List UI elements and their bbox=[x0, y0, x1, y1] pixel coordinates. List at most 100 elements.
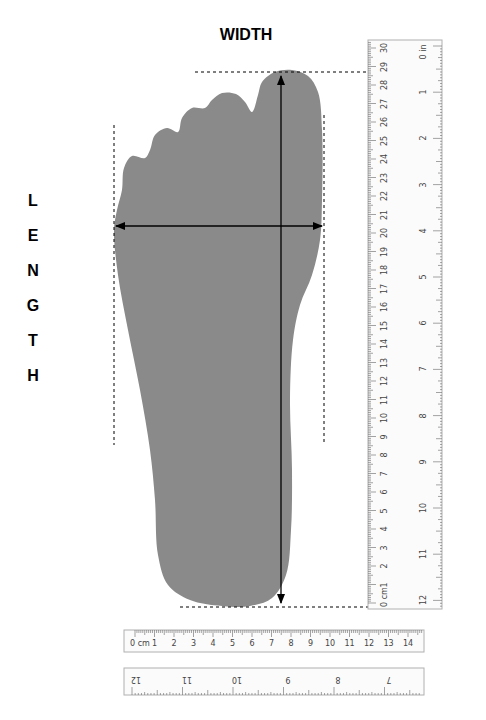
ruler-tick bbox=[436, 69, 442, 70]
ruler-tick bbox=[368, 564, 371, 565]
ruler-number: 9 bbox=[285, 675, 290, 683]
ruler-tick bbox=[368, 499, 371, 500]
foot-silhouette bbox=[114, 70, 323, 607]
ruler-tick bbox=[136, 630, 137, 633]
ruler-tick bbox=[181, 630, 182, 633]
ruler-tick bbox=[368, 240, 371, 241]
ruler-tick bbox=[440, 282, 442, 283]
ruler-tick bbox=[197, 630, 198, 633]
ruler-tick bbox=[433, 554, 442, 555]
ruler-tick bbox=[440, 395, 442, 396]
ruler-tick bbox=[440, 302, 442, 303]
ruler-tick bbox=[368, 227, 371, 228]
ruler-tick bbox=[368, 234, 371, 235]
ruler-number: 4 bbox=[210, 640, 215, 648]
ruler-number: 12 bbox=[131, 675, 141, 683]
ruler-tick bbox=[368, 171, 371, 172]
ruler-tick bbox=[368, 301, 371, 302]
ruler-tick bbox=[440, 155, 442, 156]
ruler-number: 5 bbox=[420, 274, 428, 279]
ruler-tick bbox=[440, 236, 442, 237]
ruler-tick bbox=[368, 305, 371, 306]
ruler-tick bbox=[283, 630, 284, 633]
ruler-tick bbox=[331, 630, 332, 633]
ruler-tick bbox=[368, 554, 371, 555]
ruler-tick bbox=[368, 142, 371, 143]
ruler-tick bbox=[368, 225, 371, 226]
ruler-tick bbox=[368, 580, 371, 581]
ruler-tick bbox=[411, 630, 412, 633]
ruler-tick bbox=[343, 693, 344, 695]
ruler-tick bbox=[283, 687, 284, 695]
ruler-tick bbox=[311, 693, 312, 695]
ruler-tick bbox=[436, 161, 442, 162]
ruler-tick bbox=[440, 432, 442, 433]
ruler-tick bbox=[168, 630, 169, 633]
ruler-tick bbox=[368, 177, 376, 178]
ruler-tick bbox=[440, 424, 442, 425]
ruler-tick bbox=[267, 630, 268, 633]
ruler-tick bbox=[211, 630, 212, 633]
ruler-tick bbox=[368, 79, 371, 80]
ruler-tick bbox=[440, 398, 442, 399]
ruler-tick bbox=[368, 477, 371, 478]
ruler-number: 11 bbox=[420, 549, 428, 559]
ruler-tick bbox=[436, 438, 442, 439]
ruler-tick bbox=[368, 157, 371, 158]
ruler-tick bbox=[372, 630, 373, 633]
ruler-tick bbox=[438, 126, 442, 127]
ruler-tick bbox=[368, 149, 373, 150]
ruler-tick bbox=[368, 364, 371, 365]
ruler-tick bbox=[368, 423, 371, 424]
ruler-tick bbox=[368, 49, 371, 50]
ruler-tick bbox=[368, 578, 371, 579]
ruler-tick bbox=[438, 196, 442, 197]
ruler-tick bbox=[185, 693, 186, 695]
ruler-tick bbox=[217, 693, 218, 695]
ruler-tick bbox=[239, 693, 240, 695]
ruler-tick bbox=[346, 692, 347, 695]
ruler-tick bbox=[187, 630, 188, 633]
ruler-tick bbox=[141, 693, 142, 695]
ruler-tick bbox=[368, 123, 371, 124]
ruler-tick bbox=[368, 467, 371, 468]
ruler-tick bbox=[183, 630, 184, 635]
ruler-tick bbox=[368, 334, 373, 335]
ruler-tick bbox=[368, 514, 371, 515]
ruler-tick bbox=[368, 536, 371, 537]
ruler-tick bbox=[368, 517, 371, 518]
ruler-tick bbox=[368, 133, 371, 134]
ruler-tick bbox=[440, 409, 442, 410]
ruler-tick bbox=[326, 630, 327, 633]
ruler-tick bbox=[440, 528, 442, 529]
ruler-tick bbox=[204, 693, 205, 695]
length-arrow bbox=[280, 76, 281, 603]
ruler-number: 8 bbox=[335, 675, 340, 683]
ruler-tick bbox=[440, 352, 442, 353]
ruler-tick bbox=[440, 389, 442, 390]
ruler-tick bbox=[368, 595, 371, 596]
ruler-tick bbox=[324, 630, 325, 633]
ruler-tick bbox=[368, 110, 371, 111]
ruler-tick bbox=[189, 630, 190, 633]
ruler-tick bbox=[368, 160, 371, 161]
ruler-tick bbox=[368, 134, 371, 135]
ruler-tick bbox=[368, 175, 371, 176]
ruler-number: 1 bbox=[381, 582, 389, 587]
ruler-tick bbox=[368, 532, 371, 533]
ruler-tick bbox=[368, 94, 373, 95]
ruler-tick bbox=[368, 308, 371, 309]
ruler-tick bbox=[440, 178, 442, 179]
ruler-tick bbox=[277, 693, 278, 695]
ruler-tick bbox=[368, 340, 371, 341]
ruler-tick bbox=[368, 386, 371, 387]
ruler-tick bbox=[218, 630, 219, 633]
ruler-tick bbox=[368, 358, 371, 359]
ruler-tick bbox=[368, 310, 371, 311]
ruler-tick bbox=[349, 693, 350, 695]
ruler-tick bbox=[264, 693, 265, 695]
ruler-number: 2 bbox=[381, 563, 389, 568]
ruler-tick bbox=[368, 162, 371, 163]
ruler-number: 10 bbox=[420, 503, 428, 513]
ruler-tick bbox=[320, 630, 321, 635]
